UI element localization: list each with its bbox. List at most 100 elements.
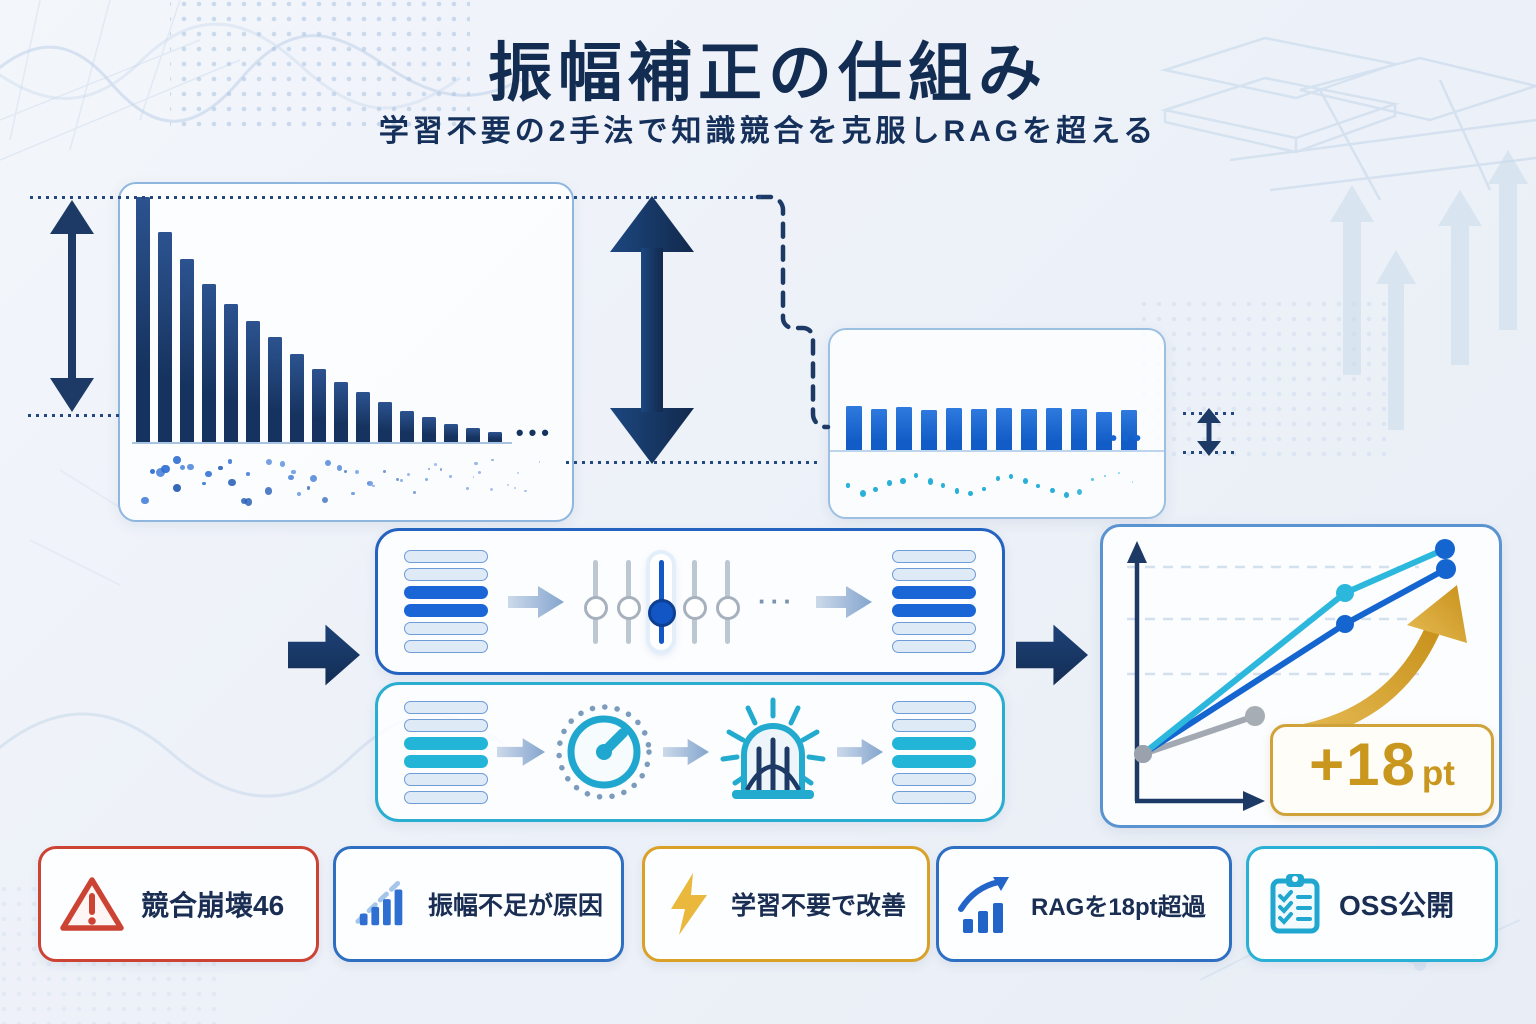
before-baseline xyxy=(132,442,512,444)
amplitude-mid-bottom-guide xyxy=(566,461,820,464)
doc-stack-input-1 xyxy=(404,550,488,653)
before-ellipsis: ••• xyxy=(515,420,554,445)
doc-stack-input-2 xyxy=(404,700,488,804)
doc-line xyxy=(892,718,976,732)
slider-icon xyxy=(584,554,608,650)
amplitude-bar xyxy=(488,432,502,442)
card-label: OSS公開 xyxy=(1339,890,1455,921)
amplitude-bar xyxy=(1021,409,1037,450)
amplitude-bar xyxy=(180,259,194,442)
amplitude-bar xyxy=(136,197,150,442)
doc-line xyxy=(404,754,488,768)
doc-line xyxy=(891,568,976,581)
amplitude-bar xyxy=(202,284,216,442)
card-amplitude-shortage: 振幅不足が原因 xyxy=(333,846,624,962)
doc-line xyxy=(891,550,976,563)
card-conflict-collapse: 競合崩壊46 xyxy=(38,846,319,962)
data-point xyxy=(1436,559,1456,579)
amplitude-bar xyxy=(378,402,392,442)
amplitude-bar xyxy=(444,424,458,442)
gain-badge: +18 pt xyxy=(1270,724,1494,816)
big-double-arrow-icon xyxy=(610,196,694,464)
series-baseline-gray xyxy=(1140,713,1258,757)
amplitude-bar xyxy=(971,409,987,450)
doc-line xyxy=(404,586,488,599)
after-baseline xyxy=(830,450,1164,452)
data-point xyxy=(1435,539,1455,559)
card-oss-release: OSS公開 xyxy=(1246,846,1498,962)
doc-line xyxy=(404,550,488,563)
step-arrow-icon xyxy=(497,738,545,766)
card-beats-rag: RAGを18pt超過 xyxy=(936,846,1232,962)
step-arrow-icon xyxy=(508,585,564,618)
after-ellipsis: ••• xyxy=(1110,428,1147,450)
method-1-slider-pipeline: ··· xyxy=(375,528,1005,675)
slider-icon xyxy=(683,554,707,650)
doc-line xyxy=(892,736,976,750)
amplitude-bar xyxy=(946,408,962,450)
page-subtitle: 学習不要の2手法で知識競合を克服しRAGを超える xyxy=(378,115,1158,148)
slider-icon xyxy=(648,553,676,650)
card-label: 振幅不足が原因 xyxy=(427,892,603,920)
logit-sliders xyxy=(584,547,740,657)
small-double-arrow-icon xyxy=(1197,408,1221,456)
amplitude-bar xyxy=(356,392,370,442)
card-label: 競合崩壊46 xyxy=(141,890,285,921)
step-arrow-icon xyxy=(837,738,883,766)
amplitude-bar xyxy=(158,232,172,442)
doc-line xyxy=(892,754,976,768)
doc-line xyxy=(404,718,488,732)
amplitude-top-guide xyxy=(30,196,762,199)
large-amplitude-bars xyxy=(136,197,502,442)
lightning-icon xyxy=(671,873,707,935)
doc-line xyxy=(404,640,488,653)
amplitude-bar xyxy=(224,304,238,442)
doc-line xyxy=(891,622,976,635)
gain-unit: pt xyxy=(1421,754,1455,793)
doc-line xyxy=(891,604,976,617)
card-no-training: 学習不要で改善 xyxy=(642,846,930,962)
method-2-gauge-gate-pipeline xyxy=(375,682,1005,822)
amplitude-bar xyxy=(996,408,1012,450)
amplitude-bar xyxy=(400,411,414,442)
doc-stack-output-2 xyxy=(892,700,976,804)
panel-large-amplitude: ••• xyxy=(118,182,574,522)
amplitude-bar xyxy=(896,407,912,450)
doc-line xyxy=(892,790,976,804)
doc-stack-output-1 xyxy=(891,550,976,653)
amplitude-bar xyxy=(1096,412,1112,450)
doc-line xyxy=(404,736,488,750)
amplitude-bar xyxy=(334,382,348,442)
gauge-icon xyxy=(556,704,652,800)
doc-line xyxy=(892,772,976,786)
bar-rise-icon xyxy=(355,878,403,926)
data-point xyxy=(1245,706,1265,726)
warning-icon xyxy=(60,877,124,931)
small-noise-dots xyxy=(844,468,1150,508)
double-arrow-icon xyxy=(50,200,94,412)
step-arrow-icon xyxy=(663,738,709,766)
doc-line xyxy=(404,700,488,714)
amplitude-bar xyxy=(1071,409,1087,450)
trend-up-icon xyxy=(958,877,1009,933)
step-arrow-icon xyxy=(815,585,872,618)
slider-icon xyxy=(617,554,641,650)
doc-line xyxy=(891,586,976,599)
data-point xyxy=(1134,745,1152,763)
page-title: 振幅補正の仕組み xyxy=(488,37,1048,109)
gate-icon xyxy=(720,697,826,799)
doc-line xyxy=(404,568,488,581)
amplitude-bar xyxy=(290,354,304,442)
small-amplitude-bars xyxy=(846,406,1137,450)
card-label: RAGを18pt超過 xyxy=(1031,893,1206,921)
dashed-connector xyxy=(755,194,831,430)
amplitude-left-bottom-guide xyxy=(28,414,120,417)
doc-line xyxy=(404,604,488,617)
slider-icon xyxy=(716,554,740,650)
amplitude-bar xyxy=(268,337,282,442)
panel-small-amplitude: ••• xyxy=(828,328,1166,519)
clipboard-icon xyxy=(1270,874,1320,934)
residual-scatter-dots xyxy=(136,452,546,512)
amplitude-bar xyxy=(422,417,436,442)
